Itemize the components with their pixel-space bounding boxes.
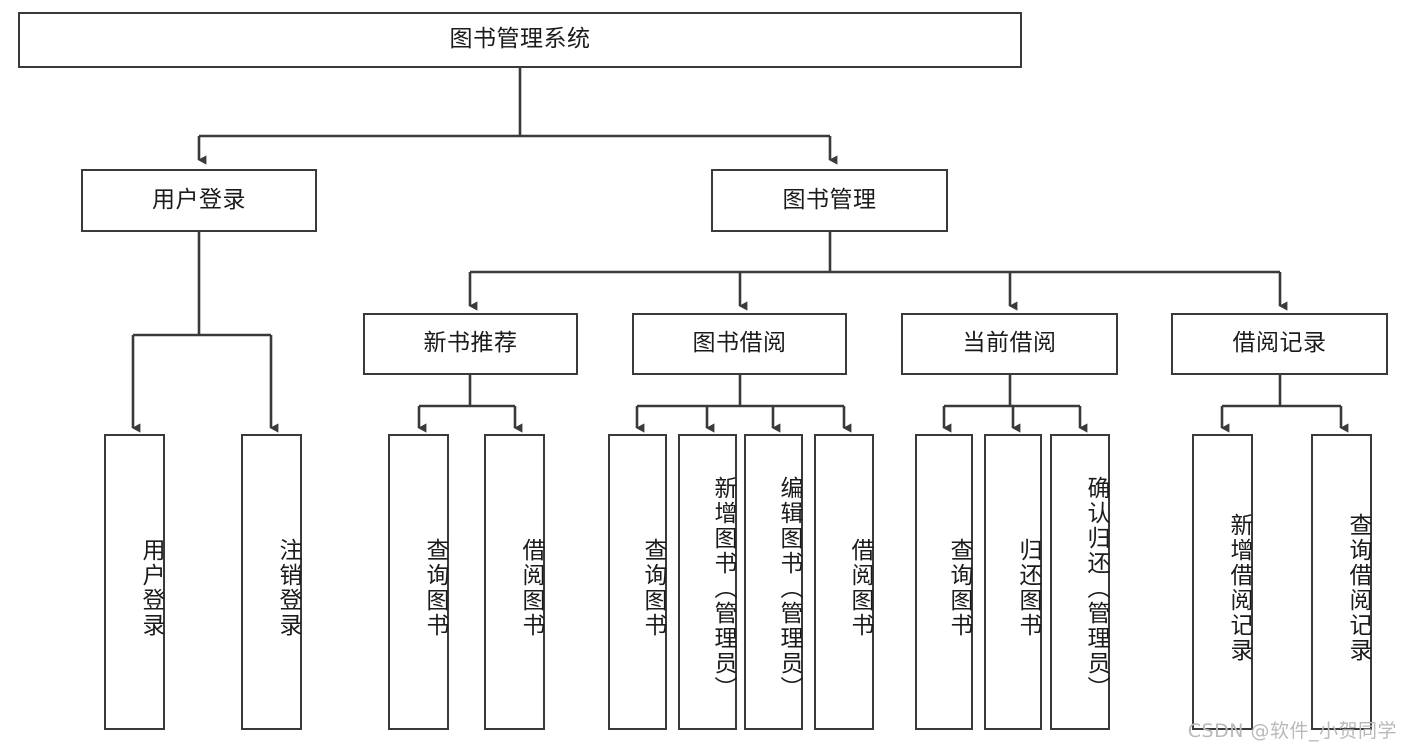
leaf-record-add-record[interactable]: 新增借阅记录 [1192, 434, 1253, 730]
leaf-current-confirm-return-admin[interactable]: 确认归还（管理员） [1050, 434, 1110, 730]
node-label: 确认归还（管理员） [1083, 475, 1109, 701]
node-label: 注销登录 [275, 538, 301, 638]
node-label: 图书管理系统 [449, 26, 591, 53]
node-label: 借阅图书 [518, 538, 544, 638]
node-label: 用户登录 [152, 186, 246, 213]
node-label: 编辑图书（管理员） [776, 475, 802, 701]
leaf-borrow-borrow-book[interactable]: 借阅图书 [814, 434, 874, 730]
node-root-system[interactable]: 图书管理系统 [18, 12, 1022, 68]
leaf-recommend-query-book[interactable]: 查询图书 [388, 434, 449, 730]
node-label: 借阅记录 [1232, 330, 1327, 357]
leaf-borrow-add-book-admin[interactable]: 新增图书（管理员） [678, 434, 737, 730]
node-label: 新书推荐 [423, 330, 518, 357]
leaf-borrow-edit-book-admin[interactable]: 编辑图书（管理员） [744, 434, 803, 730]
watermark-text: CSDN @软件_小贺同学 [1187, 720, 1397, 742]
node-book-management[interactable]: 图书管理 [711, 169, 948, 232]
node-user-login[interactable]: 用户登录 [81, 169, 317, 232]
leaf-recommend-borrow-book[interactable]: 借阅图书 [484, 434, 545, 730]
node-label: 新增借阅记录 [1226, 513, 1252, 663]
node-label: 查询图书 [946, 538, 972, 638]
node-label: 查询图书 [640, 538, 666, 638]
node-new-book-recommend[interactable]: 新书推荐 [363, 313, 578, 375]
node-label: 图书管理 [782, 186, 877, 213]
node-label: 借阅图书 [847, 538, 873, 638]
node-label: 用户登录 [138, 538, 164, 638]
leaf-current-query-book[interactable]: 查询图书 [915, 434, 973, 730]
leaf-record-query-record[interactable]: 查询借阅记录 [1311, 434, 1372, 730]
node-label: 查询借阅记录 [1345, 513, 1371, 663]
node-borrow-record[interactable]: 借阅记录 [1171, 313, 1388, 375]
node-label: 归还图书 [1015, 538, 1041, 638]
leaf-borrow-query-book[interactable]: 查询图书 [608, 434, 667, 730]
node-label: 当前借阅 [962, 330, 1057, 357]
node-book-borrow[interactable]: 图书借阅 [632, 313, 847, 375]
leaf-user-login-login[interactable]: 用户登录 [104, 434, 165, 730]
leaf-user-login-logout[interactable]: 注销登录 [241, 434, 302, 730]
node-label: 查询图书 [422, 538, 448, 638]
leaf-current-return-book[interactable]: 归还图书 [984, 434, 1042, 730]
node-label: 新增图书（管理员） [710, 475, 736, 701]
node-label: 图书借阅 [692, 330, 787, 357]
node-current-borrow[interactable]: 当前借阅 [901, 313, 1118, 375]
